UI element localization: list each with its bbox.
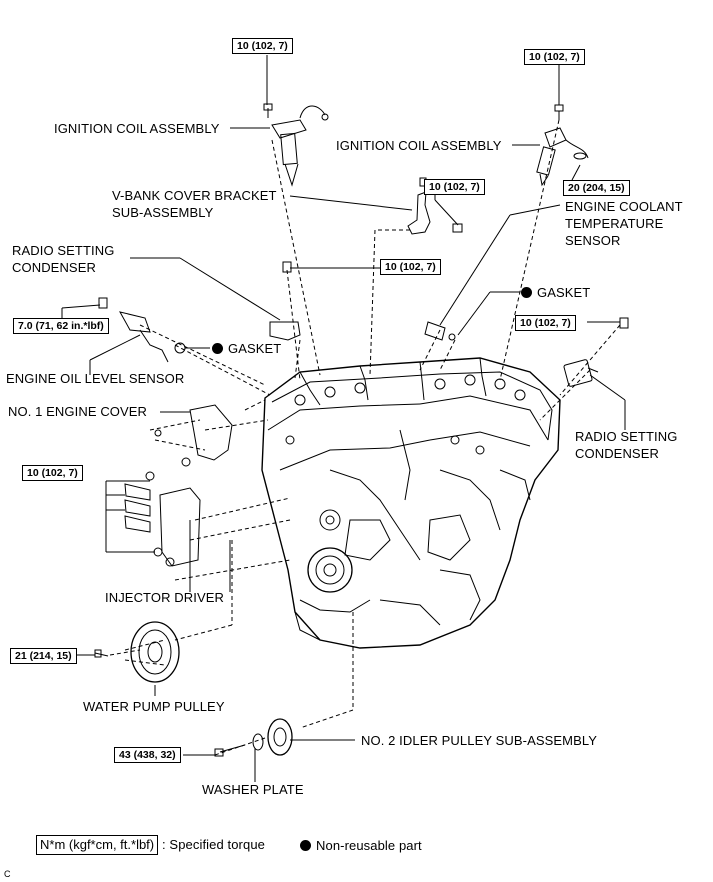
radio-condenser-right <box>563 317 629 387</box>
legend-torque-text: : Specified torque <box>162 837 265 852</box>
water-pump-pulley-part <box>94 621 180 683</box>
label-coolant-line2: TEMPERATURE <box>565 216 664 231</box>
label-injector-driver: INJECTOR DRIVER <box>105 590 224 605</box>
coolant-sensor <box>424 321 456 341</box>
label-ignition-coil-left: IGNITION COIL ASSEMBLY <box>54 121 220 136</box>
oil-level-sensor <box>98 297 186 363</box>
gasket-right-text: GASKET <box>537 285 591 300</box>
engine-cover-part <box>154 404 233 467</box>
nonreusable-dot <box>212 343 223 354</box>
label-gasket-right: GASKET <box>521 285 590 301</box>
engine-block <box>261 357 561 649</box>
injector-driver-part <box>124 471 201 567</box>
torque-idler: 43 (438, 32) <box>114 747 181 763</box>
label-water-pump-pulley: WATER PUMP PULLEY <box>83 699 225 714</box>
torque-coil-right: 10 (102, 7) <box>524 49 585 65</box>
torque-vbank: 10 (102, 7) <box>424 179 485 195</box>
label-radio-left-line1: RADIO SETTING <box>12 243 115 258</box>
nonreusable-dot <box>521 287 532 298</box>
torque-radio-right: 10 (102, 7) <box>515 315 576 331</box>
label-gasket-left: GASKET <box>212 341 281 357</box>
legend-nonreusable-text: Non-reusable part <box>316 838 422 853</box>
label-washer-plate: WASHER PLATE <box>202 782 304 797</box>
dashed-leaders <box>109 119 621 756</box>
ignition-coil-right <box>536 104 589 187</box>
corner-code: C <box>4 869 11 879</box>
torque-coil-nut: 20 (204, 15) <box>563 180 630 196</box>
torque-oil-sensor: 7.0 (71, 62 in.*lbf) <box>13 318 109 334</box>
nonreusable-dot <box>300 840 311 851</box>
torque-water-pump: 21 (214, 15) <box>10 648 77 664</box>
legend-torque-unit: N*m (kgf*cm, ft.*lbf) <box>36 835 159 855</box>
label-ignition-coil-right: IGNITION COIL ASSEMBLY <box>336 138 502 153</box>
label-vbank-line1: V-BANK COVER BRACKET <box>112 188 277 203</box>
radio-condenser-left <box>269 261 301 341</box>
label-coolant-line1: ENGINE COOLANT <box>565 199 683 214</box>
torque-coil-left: 10 (102, 7) <box>232 38 293 54</box>
label-radio-right-line1: RADIO SETTING <box>575 429 678 444</box>
label-idler-pulley: NO. 2 IDLER PULLEY SUB-ASSEMBLY <box>361 733 597 748</box>
label-engine-cover: NO. 1 ENGINE COVER <box>8 404 148 419</box>
label-radio-right-line2: CONDENSER <box>575 446 659 461</box>
torque-injector: 10 (102, 7) <box>22 465 83 481</box>
solid-leaders <box>61 55 626 782</box>
ignition-coil-left <box>263 103 329 187</box>
label-oil-level-sensor: ENGINE OIL LEVEL SENSOR <box>6 371 185 386</box>
legend-nonreusable: Non-reusable part <box>300 838 422 854</box>
torque-bolt-mid: 10 (102, 7) <box>380 259 441 275</box>
label-coolant-line3: SENSOR <box>565 233 621 248</box>
idler-pulley-part <box>214 718 293 757</box>
label-vbank-line2: SUB-ASSEMBLY <box>112 205 214 220</box>
label-radio-left-line2: CONDENSER <box>12 260 96 275</box>
gasket-left-text: GASKET <box>228 341 282 356</box>
